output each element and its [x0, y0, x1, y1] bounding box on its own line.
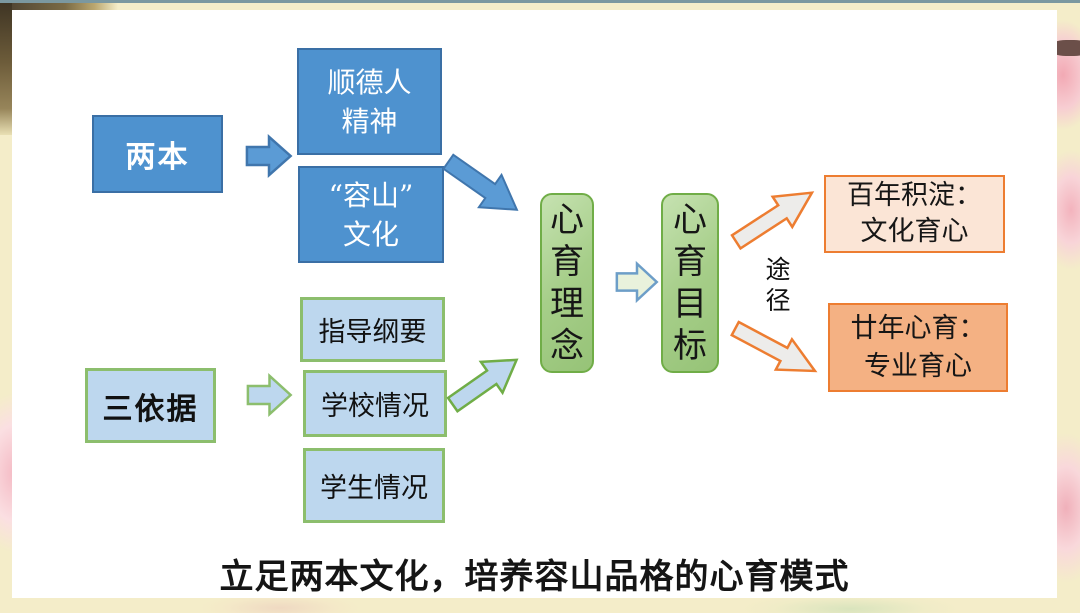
arrow-tujing-upper: [723, 174, 826, 261]
slide-title: 立足两本文化，培养容山品格的心育模式: [219, 558, 850, 596]
background-photo-left: [0, 3, 12, 135]
node-shunde-line1: 顺德人: [327, 65, 412, 99]
arrow-shape: [442, 344, 527, 420]
node-shunde-ren-jingshen: 顺德人 精神: [297, 48, 442, 155]
node-linian-label: 心育理念: [550, 199, 584, 367]
node-niannian-xinyu: 廿年心育： 专业育心: [828, 303, 1008, 392]
node-rongshan-wenhua: “容山” 文化: [298, 166, 444, 263]
arrow-sanyiju-right: [247, 374, 292, 416]
arrow-tujing-lower: [724, 310, 827, 390]
flower-decoration: [740, 593, 960, 613]
node-zhidao-gangyao: 指导纲要: [300, 297, 445, 362]
node-bainian-line2: 文化育心: [860, 216, 969, 247]
node-xuexiao-qingkuang: 学校情况: [303, 370, 447, 437]
arrow-shape: [437, 146, 528, 226]
branch-decoration: [1050, 40, 1080, 56]
arrow-shape: [727, 313, 823, 386]
arrow-shape: [617, 264, 657, 301]
background-top-line: [0, 0, 1080, 3]
arrow-green-diagonal: [439, 340, 531, 423]
arrow-blue-diagonal: [434, 142, 532, 230]
node-xuexiao-label: 学校情况: [321, 391, 429, 422]
node-sanyiju: 三依据: [85, 368, 216, 443]
node-xuesheng-qingkuang: 学生情况: [303, 448, 445, 523]
node-rongshan-line2: 文化: [342, 217, 399, 251]
node-xinyu-mubiao: 心育目标: [661, 193, 719, 373]
node-rongshan-line1: “容山”: [328, 178, 414, 212]
node-shunde-line2: 精神: [341, 104, 398, 138]
node-zhidao-label: 指导纲要: [318, 317, 427, 348]
node-niannian-line1: 廿年心育：: [850, 312, 986, 344]
arrow-shape: [248, 376, 291, 414]
arrow-linian-to-mubiao: [616, 262, 658, 302]
node-liangben-label: 两本: [125, 141, 190, 174]
node-bainian-line1: 百年积淀：: [847, 180, 982, 211]
node-mubiao-label: 心育目标: [673, 199, 707, 367]
node-liangben: 两本: [92, 115, 223, 193]
flower-decoration: [200, 593, 360, 613]
arrow-shape: [726, 178, 821, 257]
node-niannian-line2: 专业育心: [864, 350, 972, 382]
arrow-shape: [247, 137, 291, 175]
arrow-liangben-right: [246, 135, 292, 177]
background-photo-strip: [0, 3, 118, 12]
node-bainian-jidian: 百年积淀： 文化育心: [824, 175, 1005, 253]
node-xuesheng-label: 学生情况: [320, 473, 428, 504]
node-sanyiju-label: 三依据: [102, 392, 199, 426]
label-tujing: 途径: [760, 254, 796, 316]
node-xinyu-linian: 心育理念: [540, 193, 594, 373]
label-tujing-text: 途径: [765, 255, 791, 315]
